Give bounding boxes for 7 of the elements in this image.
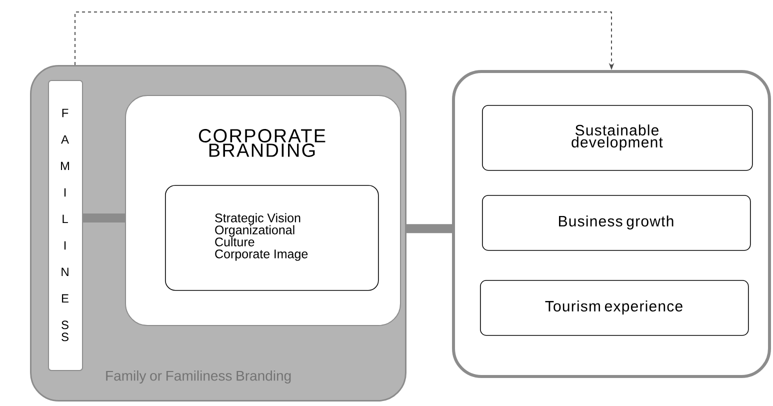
vertical-label-bar: FAMILINESS bbox=[48, 80, 83, 371]
attribute-box: Strategic Vision Organizational Culture Corporate Image bbox=[165, 185, 379, 291]
connector-band bbox=[83, 214, 125, 222]
outcome-box: Sustainable development bbox=[482, 105, 753, 171]
connector-band bbox=[406, 224, 452, 234]
outcome-box: Tourism experience bbox=[480, 280, 749, 336]
outcome-box: Business growth bbox=[482, 194, 751, 251]
